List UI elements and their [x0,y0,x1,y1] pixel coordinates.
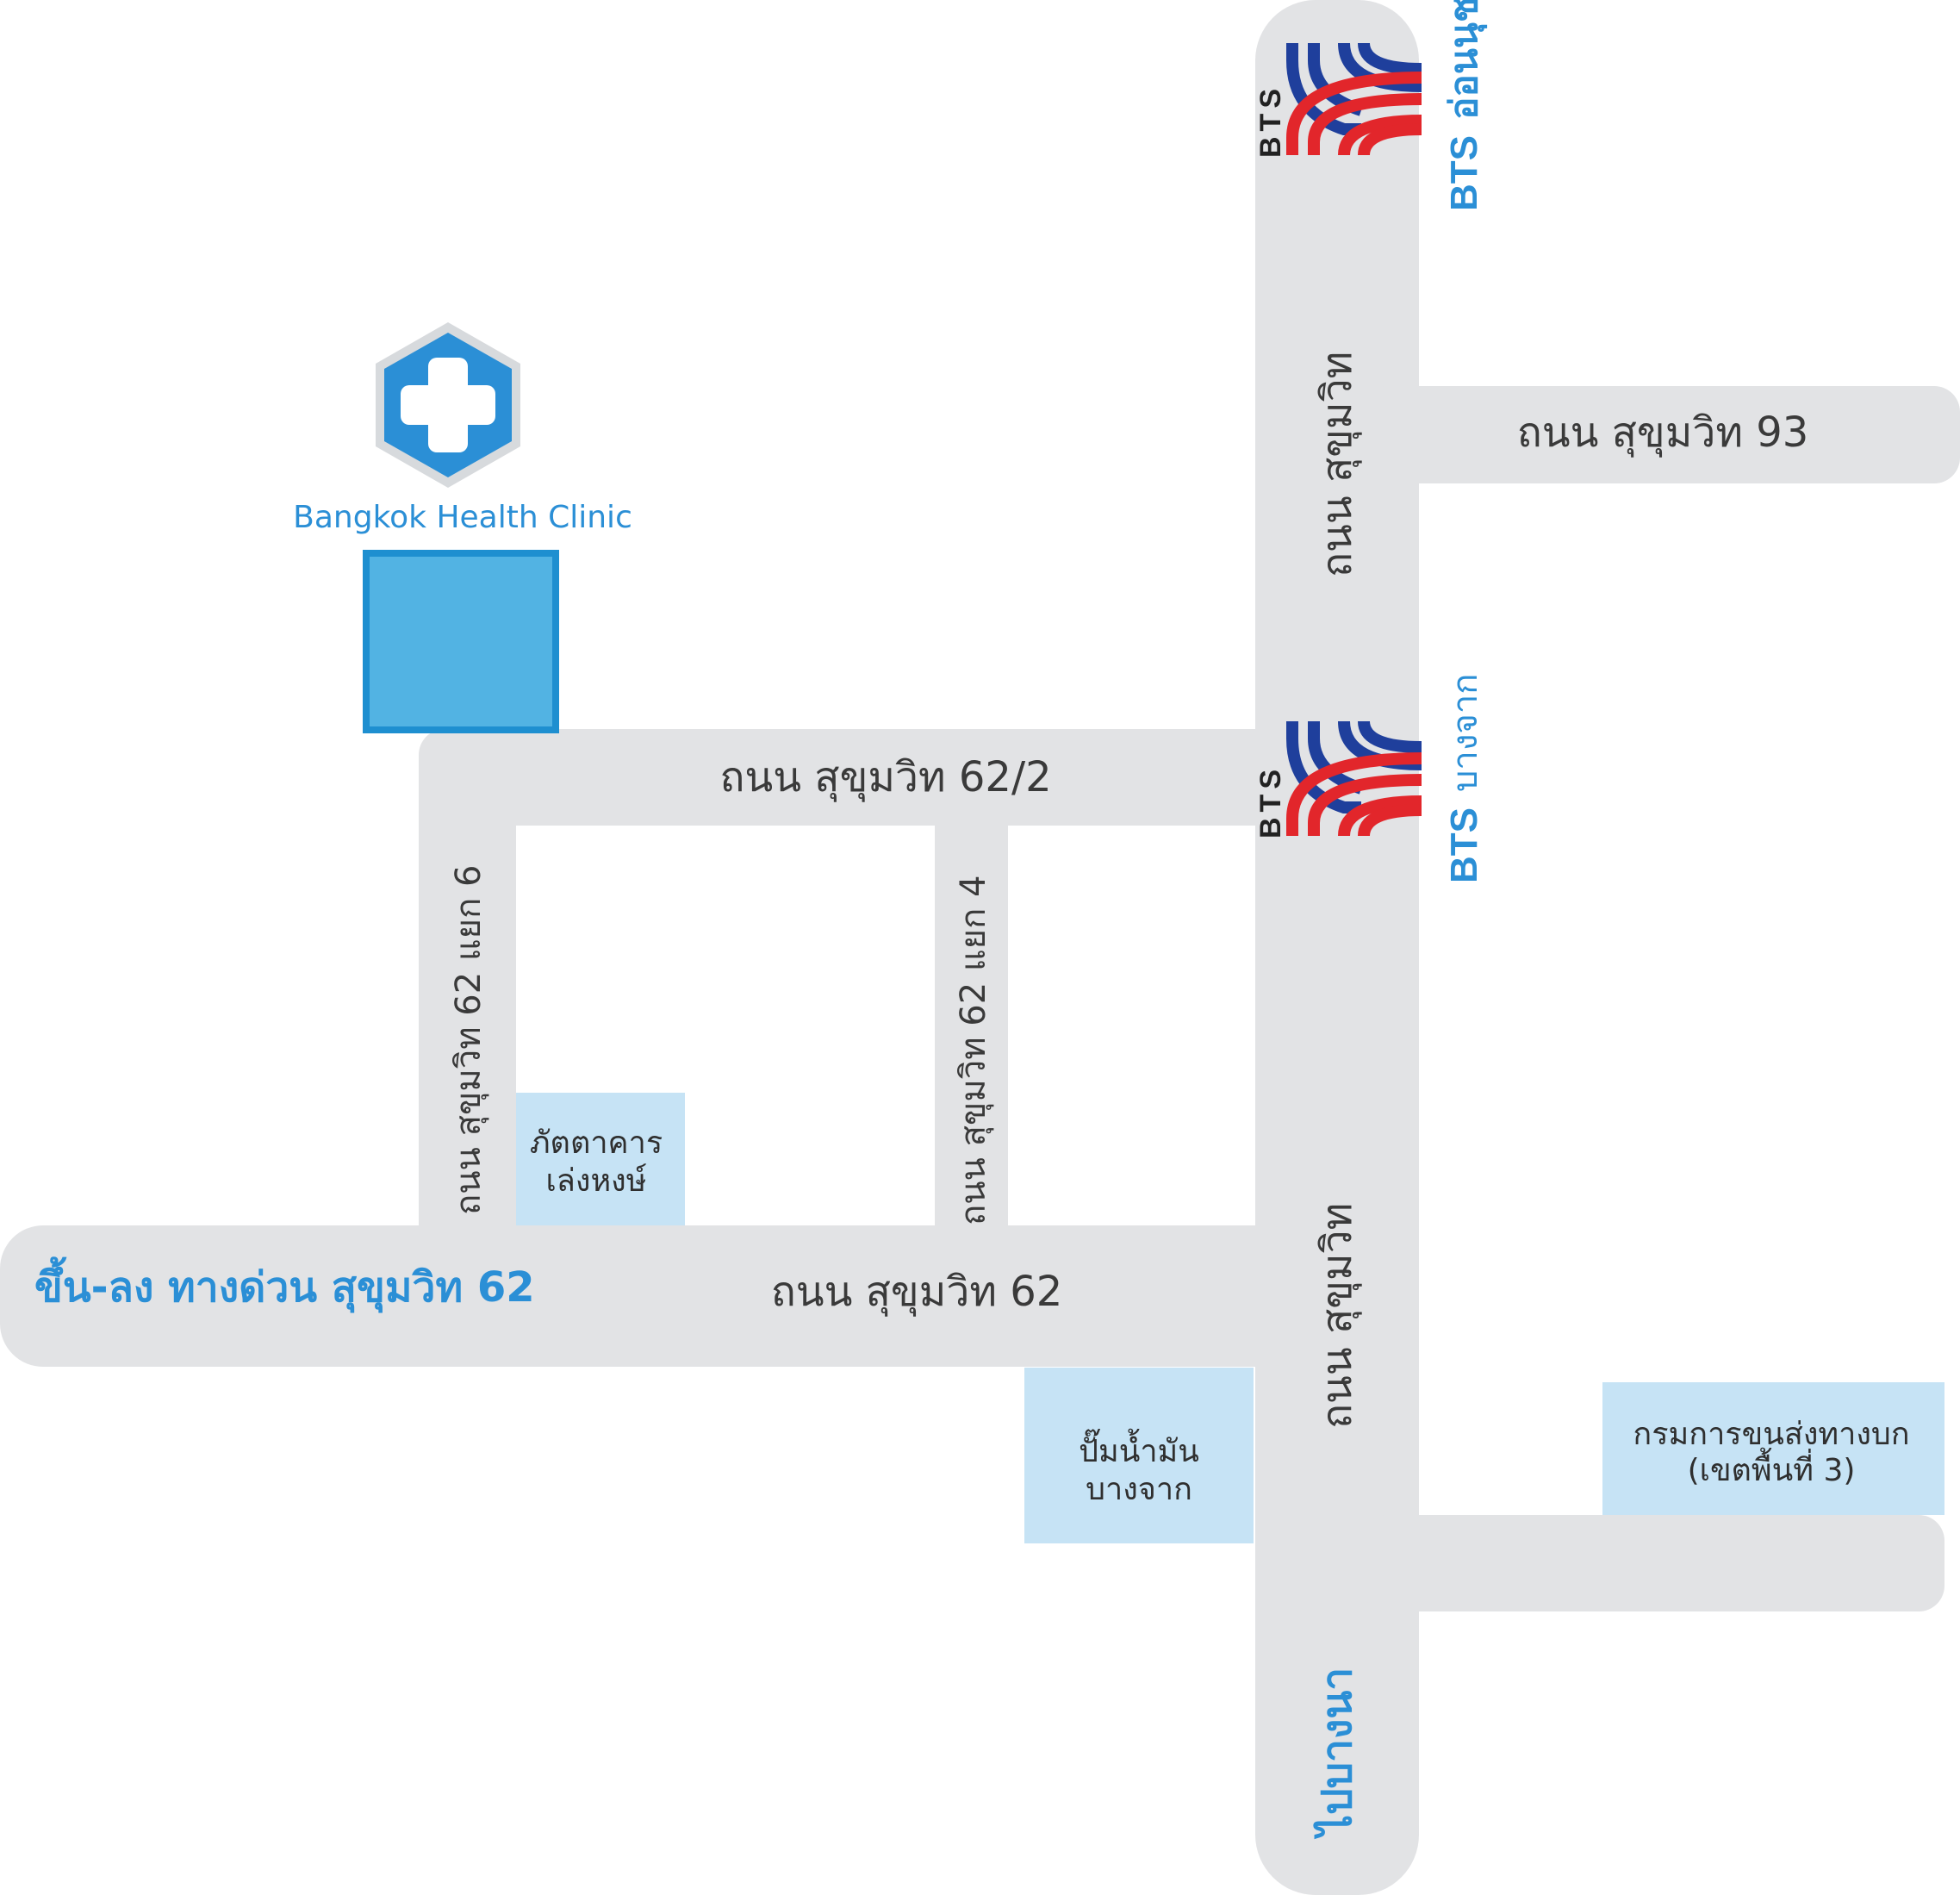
landmark-dlt-line1: กรมการขนส่งทางบก [1633,1417,1909,1452]
bts-on-nut-label: BTS อ่อนนุช [1443,0,1488,211]
svg-text:BTS: BTS [1254,764,1287,838]
label-expressway: ขึ้น-ลง ทางด่วน สุขุมวิท 62 [34,1256,535,1313]
landmark-dlt-box [1602,1382,1944,1515]
landmarks: ภัตตาคาร เล่งหงษ์ ปั๊มน้ำมัน บางจาก กรมก… [516,1093,1944,1543]
label-sukhumvit-lower: ถนน สุขุมวิท [1313,1203,1362,1429]
landmark-gas-station-line2: บางจาก [1086,1472,1192,1507]
road-sukhumvit-62-soi4 [935,810,1008,1250]
label-sukhumvit-62: ถนน สุขุมวิท 62 [771,1268,1063,1317]
road-sukhumvit-62-soi6 [419,776,516,1250]
svg-text:BTS: BTS [1254,84,1287,158]
medical-cross-hexagon-icon [376,322,520,488]
road-labels: ถนน สุขุมวิท ถนน สุขุมวิท 93 ถนน สุขุมวิ… [34,352,1808,1840]
road-sukhumvit-62-2 [419,729,1306,826]
road-sukhumvit-62 [0,1225,1310,1367]
label-sukhumvit-upper: ถนน สุขุมวิท [1313,352,1362,577]
bts-bang-chak-label: BTS บางจาก [1443,674,1485,884]
landmark-restaurant-box [516,1093,685,1225]
landmark-restaurant-line1: ภัตตาคาร [530,1125,663,1161]
landmark-restaurant-line2: เล่งหงษ์ [546,1163,647,1199]
clinic-building [363,550,559,733]
label-sukhumvit-62-2: ถนน สุขุมวิท 62/2 [719,753,1051,802]
bts-logo-icon: BTS [1254,720,1422,838]
landmark-gas-station-line1: ปั๊มน้ำมัน [1079,1428,1199,1469]
clinic-name: Bangkok Health Clinic [293,500,632,535]
label-sukhumvit-62-soi4: ถนน สุขุมวิท 62 แยก 4 [954,875,994,1225]
landmark-gas-station-box [1024,1368,1254,1543]
bts-station-on-nut[interactable]: BTS BTS อ่อนนุช [1254,0,1488,211]
label-to-bangna: ไปบางนา [1312,1667,1361,1840]
bts-logo-icon: BTS [1254,42,1422,158]
label-sukhumvit-93: ถนน สุขุมวิท 93 [1517,408,1809,458]
landmark-dlt-line2: (เขตพื้นที่ 3) [1688,1447,1856,1488]
road-sukhumvit-93 [1361,386,1960,483]
label-sukhumvit-62-soi6: ถนน สุขุมวิท 62 แยก 6 [449,864,489,1215]
bts-station-bang-chak[interactable]: BTS BTS บางจาก [1254,674,1485,884]
road-dlt-access [1361,1515,1944,1611]
clinic-marker[interactable]: Bangkok Health Clinic [293,322,632,733]
